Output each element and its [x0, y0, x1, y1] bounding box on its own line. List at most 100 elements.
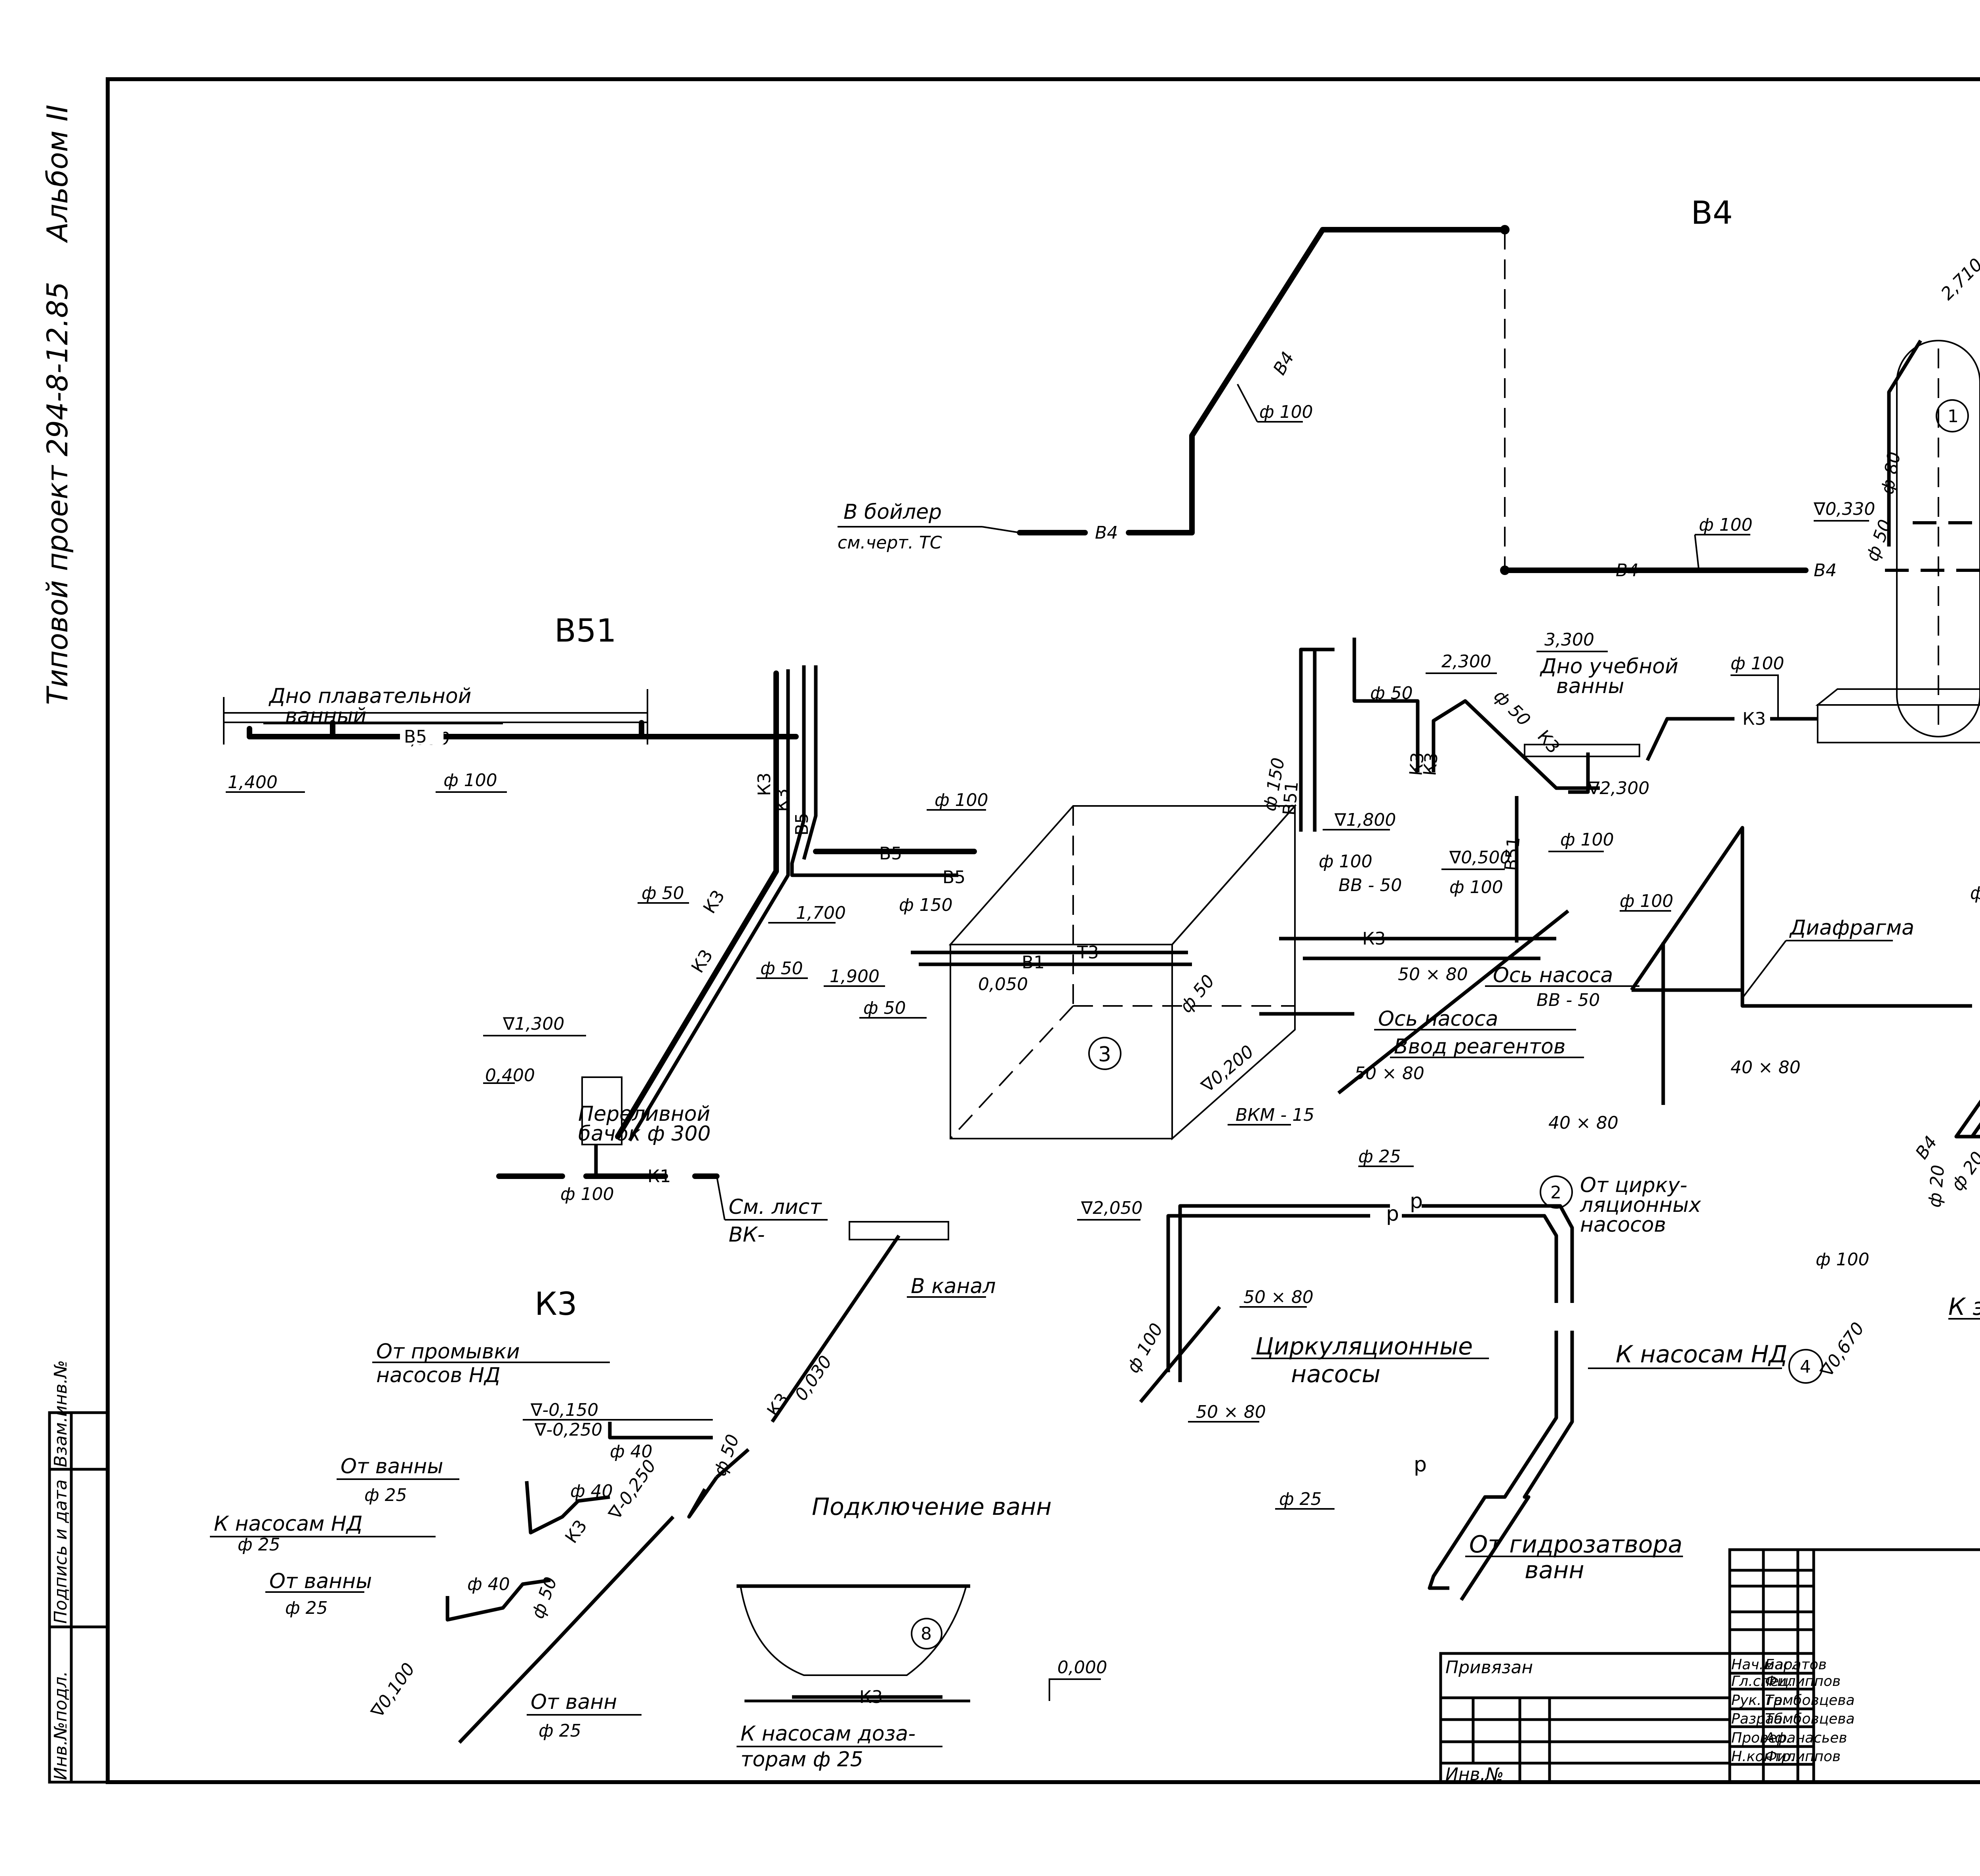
- side-label-project: Типовой проект 294-8-12.85: [41, 282, 74, 705]
- diameter-label: ф 50: [863, 998, 906, 1018]
- diameter-label: ф 50: [1370, 683, 1413, 703]
- pipe-code-k3: К3: [1742, 709, 1766, 729]
- elevation-label: ∇0,330: [1813, 499, 1875, 519]
- filter-vessel-1: 1: [1896, 340, 1980, 737]
- overflow-tank-label-1: Переливной: [578, 1102, 710, 1126]
- diameter-label: ф 40: [610, 1442, 653, 1462]
- pipe-code-b5: В5: [792, 813, 812, 836]
- bath-title: Подключение ванн: [812, 1493, 1052, 1521]
- from-bath-1-label: От ванны: [341, 1455, 443, 1478]
- elevation-label: ∇-0,150: [530, 1400, 598, 1420]
- circ-pumps-label-1: Циркуляционные: [1255, 1333, 1473, 1360]
- diameter-label: ф 100: [1816, 1249, 1870, 1270]
- role-row: Разраб. Тамбовцева: [1731, 1711, 1855, 1727]
- section-circulation: ∇2,050 р р р ф 25 ф 100 50 × 80 50 × 80 …: [1077, 1147, 1683, 1601]
- boiler-ref-label: см.черт. ТС: [838, 533, 942, 553]
- pipe-code-k3: К3: [687, 946, 717, 977]
- filter-marker: 1: [1948, 406, 1959, 427]
- water-seal-label-1: От гидрозатвора: [1469, 1531, 1683, 1558]
- diameter-label: ф 40: [467, 1574, 510, 1594]
- role-title: Нач.мас.: [1731, 1657, 1795, 1673]
- diameter-label: ф 100: [1699, 515, 1753, 535]
- pipe-code-t3: Т3: [1077, 943, 1099, 963]
- role-title: Гл.спец.: [1731, 1673, 1793, 1689]
- from-bath-1-diam: ф 25: [364, 1485, 407, 1505]
- from-pump-flush-label-2: насосов НД: [376, 1364, 501, 1387]
- diameter-label: ф 100: [1123, 1320, 1167, 1377]
- water-seal-label-2: ванн: [1525, 1556, 1584, 1584]
- elevation-label: ∇-0,250: [534, 1420, 602, 1440]
- title-block: Привязан Инв.№ Нач.мас. Баратов Гл.спец.…: [1439, 1548, 1980, 1785]
- bath-label-1: К насосам доза-: [741, 1722, 916, 1746]
- role-row: Гл.спец. Филиппов: [1731, 1673, 1841, 1689]
- training-pool-label-2: ванны: [1556, 674, 1624, 698]
- pipe-code-b4: В4: [1269, 349, 1298, 379]
- diameter-label: ф 100: [1731, 653, 1784, 674]
- stamp-replacement-inv: Взам.инв.№: [51, 1360, 71, 1467]
- elevation-label: ∇0,670: [1816, 1319, 1868, 1381]
- elevation-label: ∇0,200: [1198, 1041, 1258, 1097]
- pump-axis-label: Ось насоса: [1493, 964, 1613, 987]
- diameter-label: ф 20: [1925, 1164, 1948, 1208]
- fitting-label: 50 × 80: [1243, 1287, 1314, 1307]
- tank-marker: 3: [1098, 1043, 1111, 1067]
- diameter-label: ф 100: [560, 1184, 614, 1204]
- from-baths-label: От ванн: [531, 1690, 617, 1714]
- pool-bottom-label-2: ванный: [285, 704, 366, 728]
- elevation-label: 1,900: [830, 966, 880, 987]
- bath-pipe-code: К3: [859, 1687, 883, 1707]
- diameter-label: ф 80: [1877, 450, 1905, 496]
- fitting-label: 50 × 80: [1196, 1402, 1266, 1422]
- diameter-label: ф 25: [1358, 1147, 1401, 1167]
- vkm-label: ВКМ - 15: [1236, 1105, 1314, 1125]
- fitting-label: 40 × 80: [1731, 1057, 1801, 1078]
- elevation-label: 1,400: [228, 772, 278, 792]
- bb50-label: ВВ - 50: [1338, 875, 1402, 895]
- pipe-code-b51: В51: [1279, 781, 1302, 816]
- pipe-code-k3: К3: [1406, 752, 1428, 777]
- pipe-code-k1: К1: [647, 1166, 671, 1187]
- bb50-label: ВВ - 50: [1536, 990, 1600, 1010]
- section-k3: К3 В канал К3 0,030 От промывки насосов …: [210, 1221, 996, 1744]
- side-label-album: Альбом II: [41, 105, 74, 243]
- training-pool-label-1: Дно учебной: [1540, 655, 1678, 678]
- diameter-label: ф 100: [1449, 877, 1503, 897]
- diameter-label: ф 50: [760, 958, 803, 979]
- role-name: Тамбовцева: [1765, 1711, 1855, 1727]
- diaphragm-label: Диафрагма: [1789, 916, 1914, 940]
- pipe-code-b4: В4: [1616, 560, 1639, 581]
- circ-pumps-label-2: насосы: [1291, 1360, 1380, 1388]
- stamp-signature-date: Подпись и дата: [51, 1480, 71, 1624]
- pipe-code-b4: В4: [1911, 1132, 1941, 1163]
- overflow-tank-label-2: бачок ф 300: [578, 1122, 711, 1146]
- pipe-code-k3: К3: [772, 788, 792, 812]
- to-electrolyzer-label: К электролизеру: [1948, 1293, 1980, 1321]
- bath-marker: 8: [921, 1624, 932, 1644]
- pipe-code-b4: В4: [1095, 523, 1118, 543]
- role-title: Провер.: [1731, 1730, 1791, 1746]
- pipe-code-k3: К3: [561, 1516, 591, 1547]
- elevation-label: 1,700: [796, 903, 846, 923]
- elevation-label: ∇2,300: [1588, 778, 1649, 798]
- role-name: Афанасьев: [1764, 1730, 1847, 1746]
- fitting-label: 50 × 80: [1398, 964, 1468, 985]
- inventory-label: Инв.№: [1445, 1764, 1504, 1785]
- diameter-label: ф 25: [1279, 1489, 1322, 1509]
- k3-title: К3: [535, 1286, 577, 1322]
- pipe-code-p: р: [1414, 1453, 1427, 1476]
- pipe-code-p: р: [1386, 1202, 1399, 1226]
- elevation-label: 2,710: [1937, 255, 1980, 304]
- pipe-code-b5: В5: [404, 727, 427, 747]
- section-b4: В4 В бойлер см.черт. ТС В4 В4 ф 100 В4 В…: [838, 194, 1980, 1384]
- tank-3: 3: [948, 804, 1297, 1141]
- from-pump-flush-label-1: От промывки: [376, 1340, 520, 1364]
- from-circ-pumps-3: насосов: [1580, 1213, 1666, 1237]
- role-title: Разраб.: [1731, 1711, 1787, 1727]
- to-channel-label: В канал: [911, 1274, 996, 1298]
- fitting-label: 50 × 80: [1354, 1063, 1424, 1084]
- elevation-label: ∇0,500: [1449, 848, 1511, 868]
- section-bath: Подключение ванн 8 К3 0,000 К насосам до…: [737, 1493, 1107, 1771]
- diameter-label: ф 50: [710, 1432, 743, 1479]
- pipe-code-b1: В1: [1022, 952, 1045, 973]
